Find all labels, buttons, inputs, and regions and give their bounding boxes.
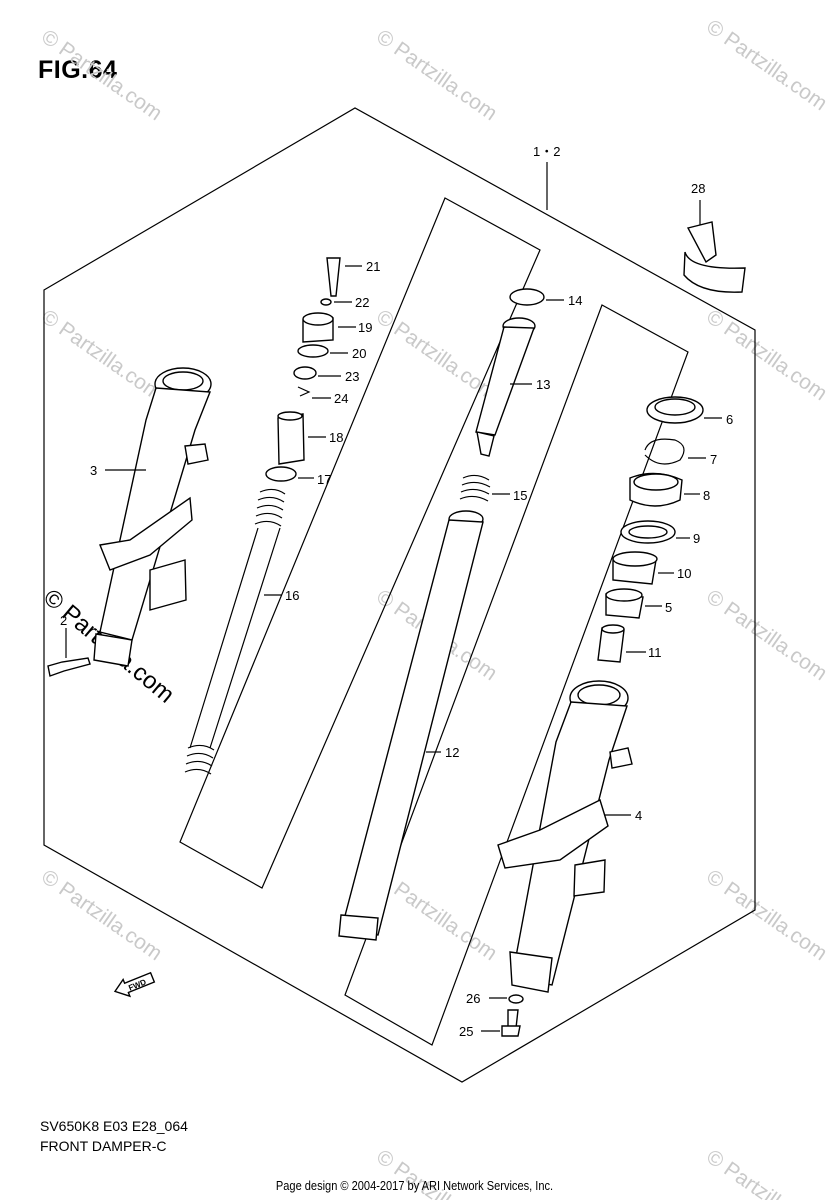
part-20-o-ring	[297, 344, 348, 358]
callout-19: 19	[358, 320, 372, 335]
figure-title: FIG.64	[38, 56, 118, 84]
assembly-label: 1・2	[533, 144, 560, 159]
page-footer: Page design © 2004-2017 by ARI Network S…	[275, 1178, 554, 1193]
part-3-outer-tube-left	[93, 367, 212, 667]
callout-18: 18	[329, 430, 343, 445]
watermark: © Partzilla.com	[372, 25, 501, 125]
part-26-gasket	[489, 994, 524, 1004]
assembly-frame	[43, 107, 756, 1083]
part-21-adjuster-rod	[326, 257, 362, 297]
watermark: © Partzilla.com	[372, 305, 501, 405]
watermark: © Partzilla.com	[702, 15, 829, 115]
part-9-washer	[620, 520, 690, 544]
callout-24: 24	[334, 391, 348, 406]
watermark: © Partzilla.com	[37, 865, 166, 965]
part-22-o-ring	[320, 298, 352, 306]
callout-13: 13	[536, 377, 550, 392]
watermark: © Partzilla.com	[37, 25, 166, 125]
fwd-label: FWD	[127, 977, 147, 992]
callout-20: 20	[352, 346, 366, 361]
callout-25: 25	[459, 1024, 473, 1039]
callout-9: 9	[693, 531, 700, 546]
callout-14: 14	[568, 293, 582, 308]
callout-22: 22	[355, 295, 369, 310]
part-13-damper-rod	[475, 317, 536, 457]
part-8-oil-seal	[629, 472, 700, 507]
part-17-ring	[265, 466, 314, 482]
part-5-bushing	[605, 588, 662, 619]
callout-10: 10	[677, 566, 691, 581]
part-4-outer-tube-right	[497, 680, 633, 993]
part-14-ring	[509, 288, 564, 306]
part-23-washer	[293, 366, 341, 380]
callout-26: 26	[466, 991, 480, 1006]
part-24-clip	[297, 386, 331, 399]
watermark: © Partzilla.com	[702, 865, 829, 965]
fwd-arrow-icon: FWD	[113, 971, 156, 998]
callout-4: 4	[635, 808, 642, 823]
callout-15: 15	[513, 488, 527, 503]
callout-5: 5	[665, 600, 672, 615]
panel-spring-set	[179, 197, 541, 889]
part-19-cap-bolt	[302, 312, 356, 343]
part-11-oil-lock-piece	[597, 624, 646, 663]
part-25-bolt	[481, 1009, 521, 1037]
part-10-guide-metal	[612, 551, 674, 585]
diagram-name: FRONT DAMPER-C	[40, 1138, 167, 1154]
part-15-rebound-spring	[459, 474, 510, 502]
part-18-spacer	[277, 411, 326, 465]
part-7-retaining-ring	[644, 438, 706, 465]
callout-28: 28	[691, 181, 705, 196]
callout-2: 2	[60, 613, 67, 628]
callout-21: 21	[366, 259, 380, 274]
watermark: © Partzilla.com	[702, 305, 829, 405]
part-16-fork-spring	[184, 488, 286, 775]
part-6-dust-seal	[646, 396, 722, 424]
watermark: © Partzilla.com	[37, 305, 166, 405]
panel-inner-tube	[344, 304, 689, 1046]
part-28-cover	[683, 200, 746, 293]
callout-11: 11	[648, 645, 662, 660]
diagram-caption: SV650K8 E03 E28_064 FRONT DAMPER-C	[40, 1116, 188, 1156]
diagram-code: SV650K8 E03 E28_064	[40, 1118, 188, 1134]
callout-16: 16	[285, 588, 299, 603]
watermark: © Partzilla.com	[702, 585, 829, 685]
callout-3: 3	[90, 463, 97, 478]
callout-8: 8	[703, 488, 710, 503]
callout-23: 23	[345, 369, 359, 384]
callout-17: 17	[317, 472, 331, 487]
part-12-inner-tube	[338, 510, 484, 941]
callout-7: 7	[710, 452, 717, 467]
callout-6: 6	[726, 412, 733, 427]
part-2-bolt	[47, 628, 91, 677]
callout-12: 12	[445, 745, 459, 760]
